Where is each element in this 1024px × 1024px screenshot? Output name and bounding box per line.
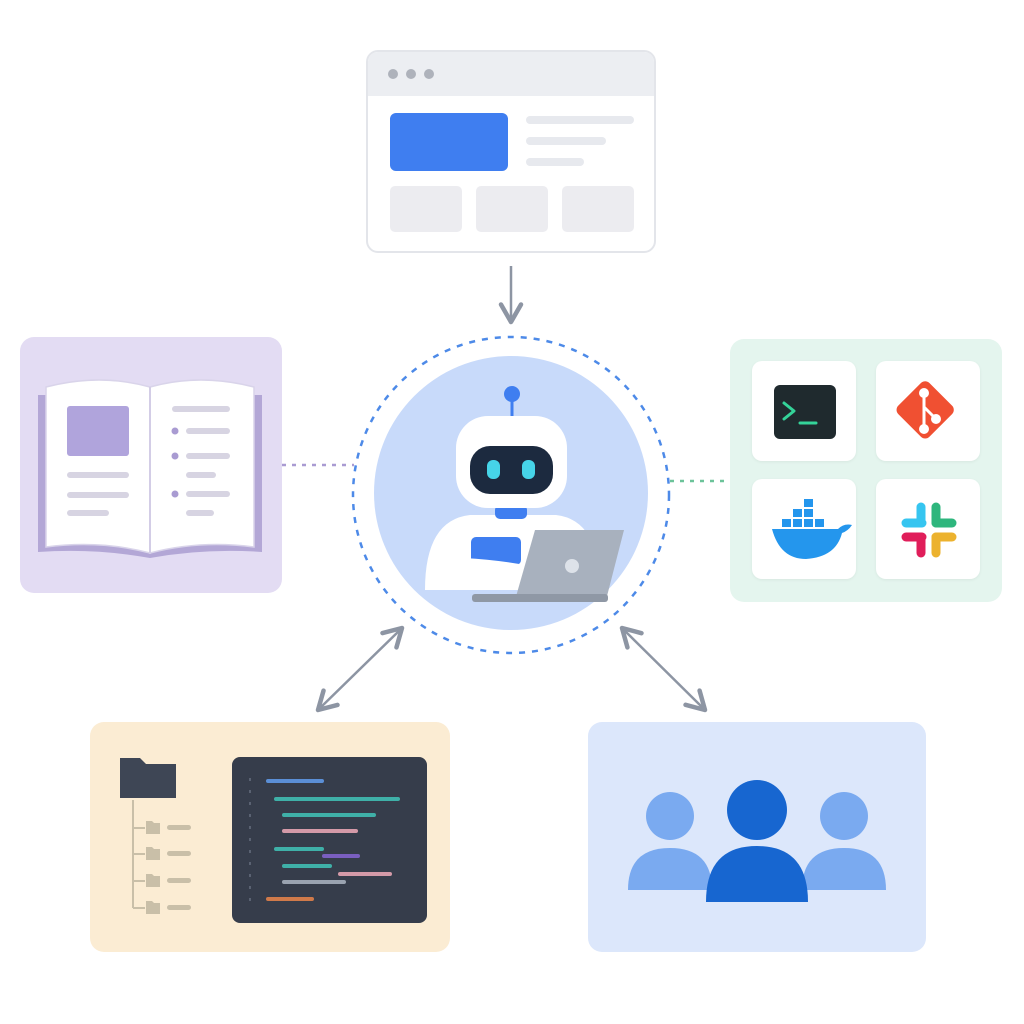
hero-block <box>390 113 508 171</box>
tools-card <box>730 339 1002 602</box>
team-arrow <box>619 625 708 713</box>
terminal-icon <box>774 385 836 439</box>
terminal-tile <box>752 361 856 461</box>
browser-title-bar <box>368 52 654 96</box>
slack-icon <box>901 502 957 558</box>
docker-tile <box>752 479 856 579</box>
slack-tile <box>876 479 980 579</box>
content-block <box>390 186 462 232</box>
antenna-icon <box>504 386 520 402</box>
files-arrow <box>315 625 405 713</box>
content-block <box>476 186 548 232</box>
text-line <box>526 116 634 124</box>
window-dot <box>424 69 434 79</box>
content-block <box>562 186 634 232</box>
agent-orbit <box>351 335 671 655</box>
window-dot <box>406 69 416 79</box>
window-dot <box>388 69 398 79</box>
code-editor <box>232 757 427 923</box>
text-line <box>526 158 584 166</box>
browser-window-card <box>366 50 656 253</box>
docker-icon <box>772 499 852 559</box>
git-tile <box>876 361 980 461</box>
text-line <box>526 137 606 145</box>
git-icon <box>896 381 954 439</box>
robot-visor <box>470 446 553 494</box>
